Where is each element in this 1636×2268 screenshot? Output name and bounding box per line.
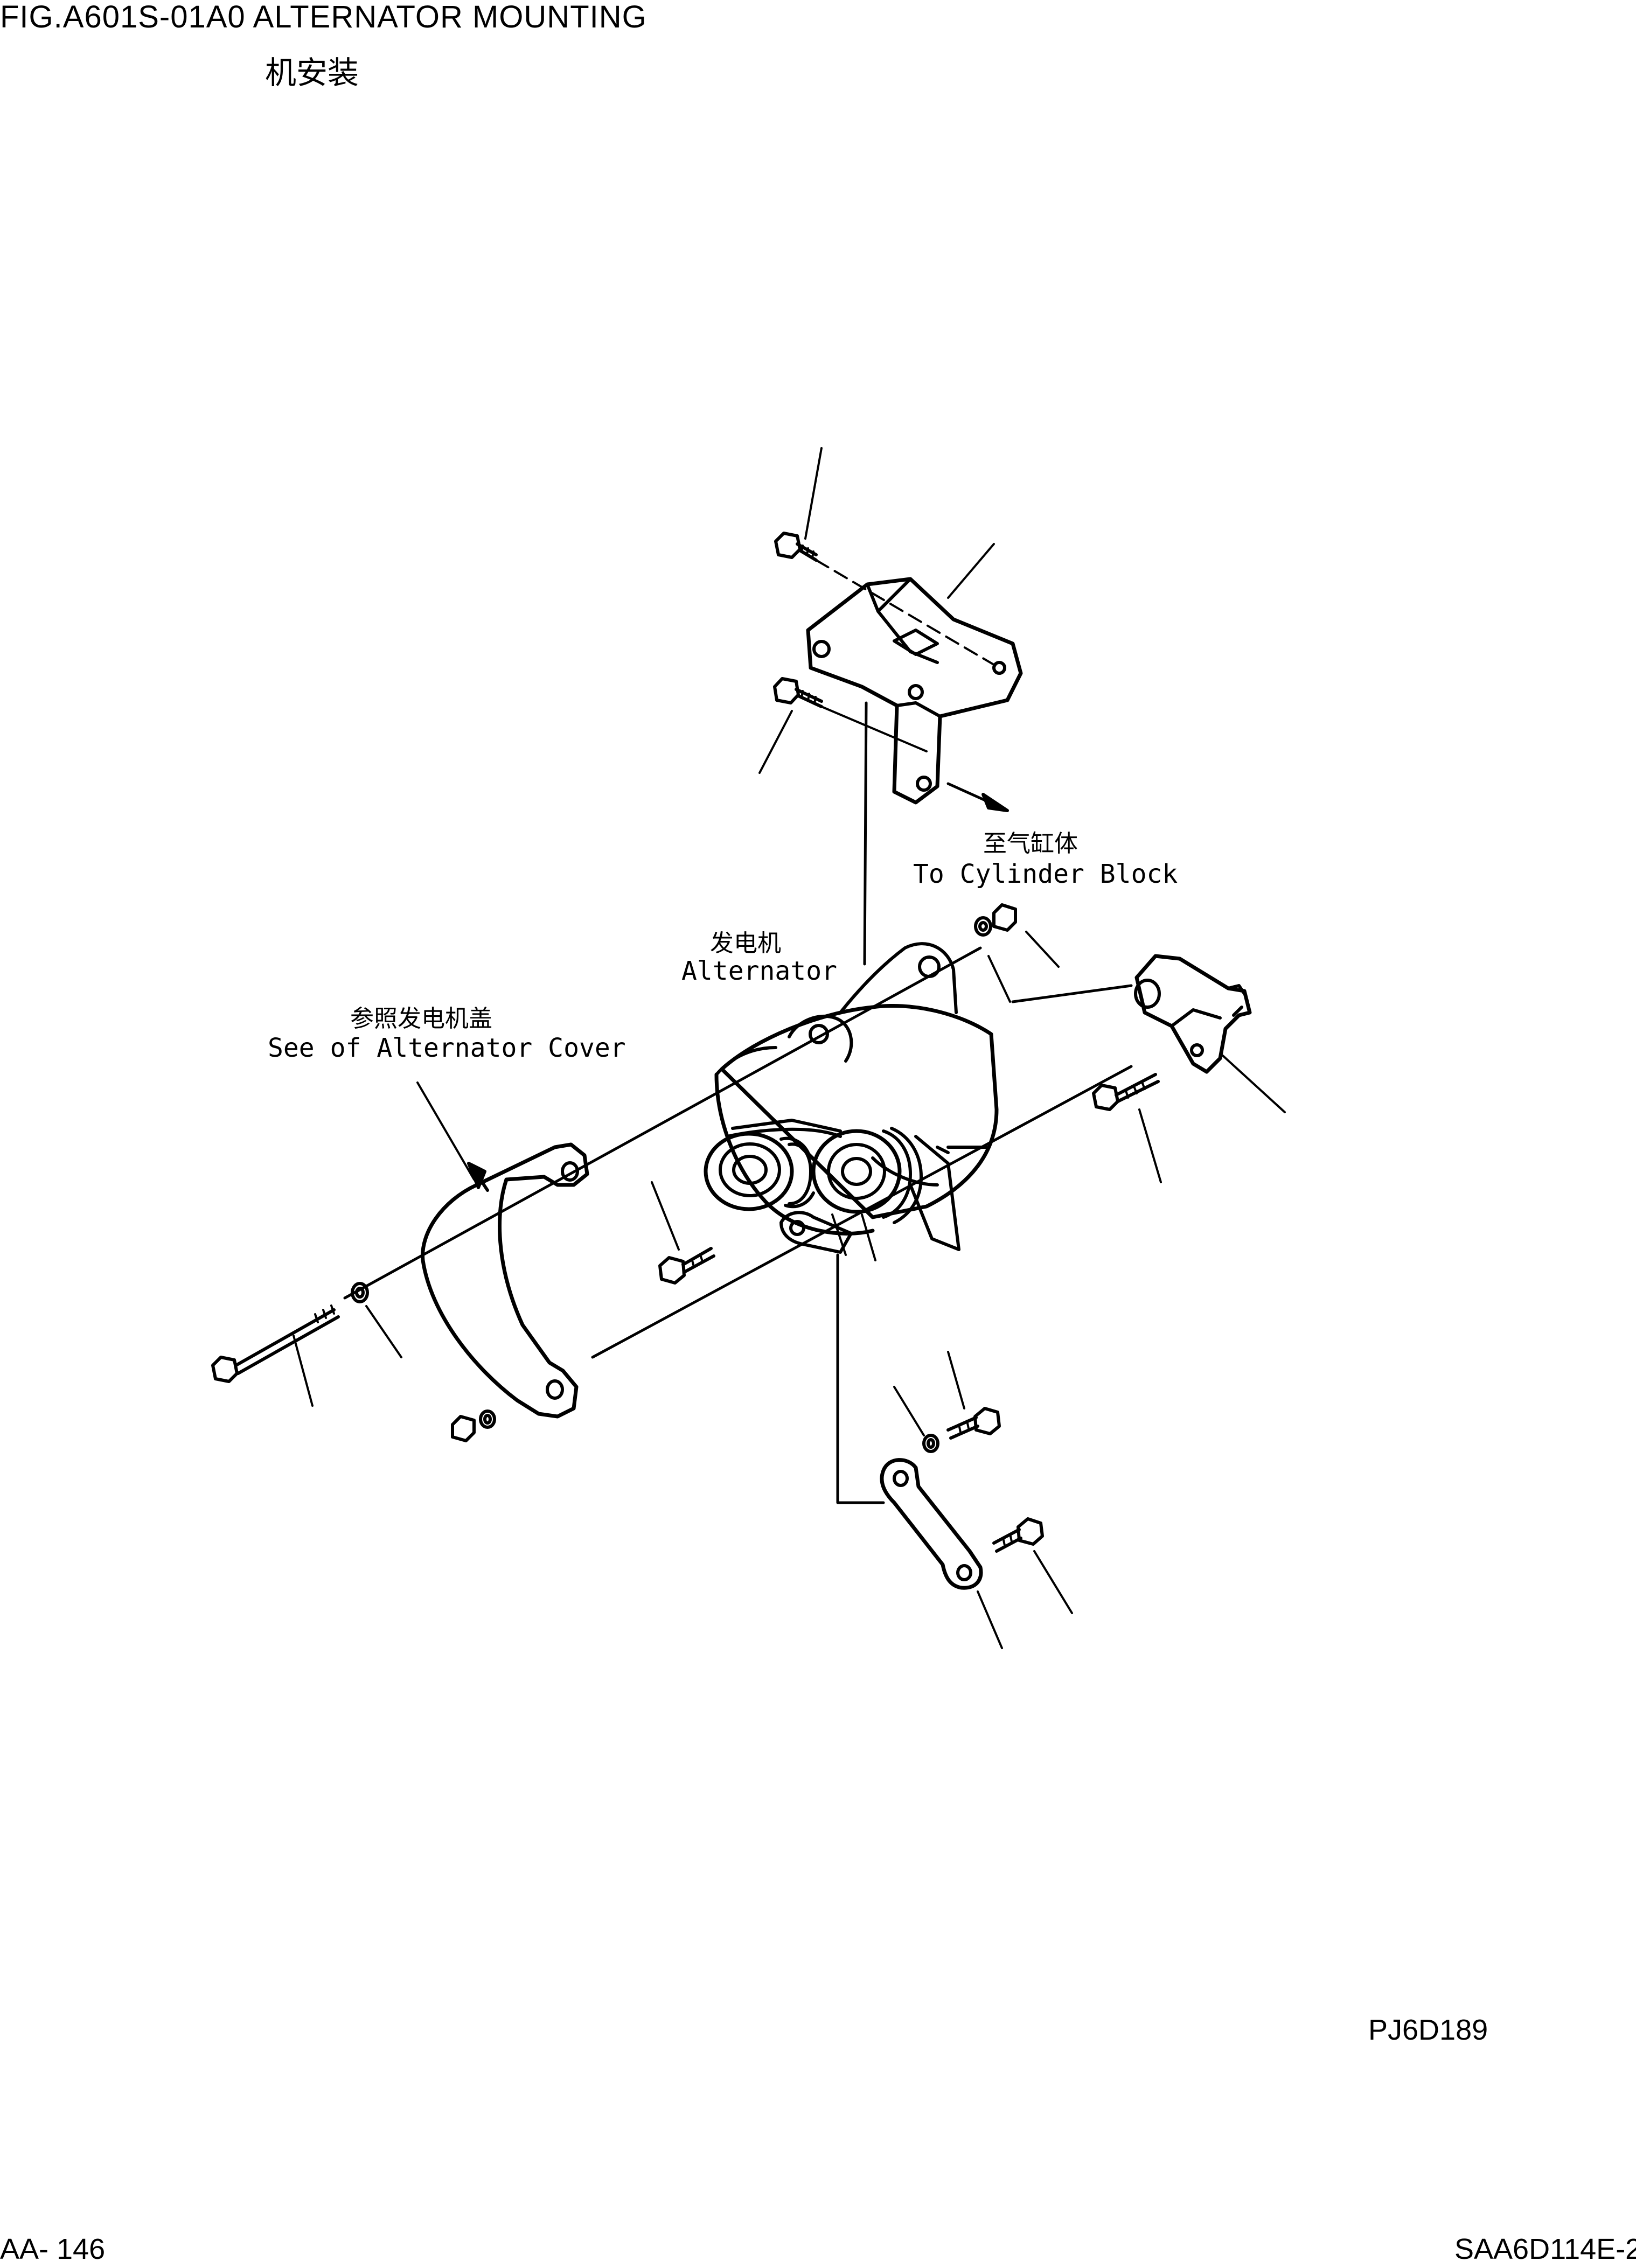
nut-washer-bottom-left	[452, 1411, 495, 1441]
alternator-cn-label: 发电机	[710, 930, 781, 957]
see-cover-en-label: See of Alternator Cover	[268, 1033, 626, 1063]
alternator-en-label: Alternator	[681, 956, 837, 986]
right-tensioner-bracket	[1136, 956, 1250, 1072]
upper-bracket	[808, 579, 1021, 802]
pulley-left	[706, 1134, 813, 1209]
figure-title: FIG.A601S-01A0 ALTERNATOR MOUNTING	[0, 0, 647, 34]
upper-bolt-1	[776, 533, 816, 560]
top-nut-washer	[976, 905, 1015, 935]
right-mid-bolt	[1094, 1074, 1158, 1109]
lower-washer	[924, 1435, 938, 1451]
lower-bolt-2	[994, 1519, 1042, 1551]
long-bolt-left	[213, 1306, 338, 1381]
washer-left	[352, 1283, 367, 1302]
alternator-body	[716, 944, 997, 1250]
upper-bolt-2	[775, 679, 822, 707]
to-cylinder-block-cn-label: 至气缸体	[983, 830, 1078, 857]
model-code: SAA6D114E-2	[1454, 2233, 1636, 2265]
pulley-right	[813, 1128, 921, 1223]
small-bolt-mid	[660, 1248, 714, 1283]
page-number: AA- 146	[0, 2233, 106, 2265]
to-cylinder-block-en-label: To Cylinder Block	[913, 859, 1178, 889]
figure-subtitle: 机安装	[265, 54, 359, 91]
lower-link-plate	[882, 1460, 981, 1588]
see-cover-cn-label: 参照发电机盖	[350, 1005, 492, 1032]
drawing-code: PJ6D189	[1368, 2014, 1488, 2046]
alternator-cover-left	[423, 1145, 587, 1416]
lower-bolt-1	[948, 1408, 999, 1438]
